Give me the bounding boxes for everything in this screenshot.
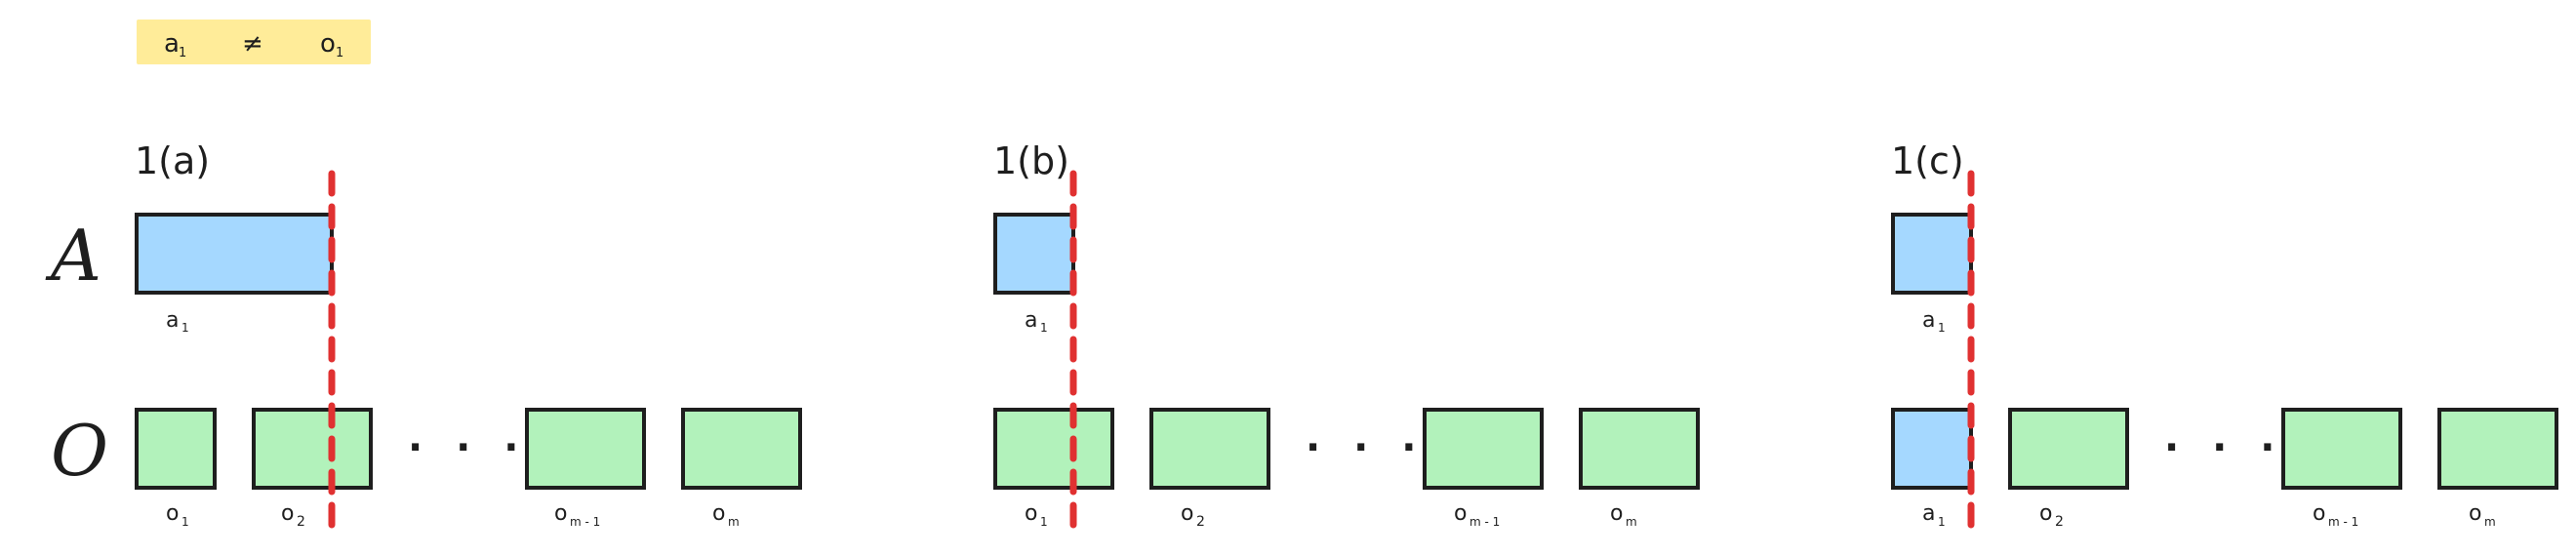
om1-label: o (2313, 501, 2325, 526)
ellipsis: · · · (2164, 425, 2284, 470)
om-box (2437, 408, 2558, 490)
om1-box (525, 408, 646, 490)
a1-label: a (166, 308, 179, 333)
a1-label: a (1025, 308, 1037, 333)
panel-title: 1(b) (993, 139, 1069, 182)
o2-label-sub: 2 (297, 514, 305, 530)
o1-label: o (166, 501, 179, 526)
a1-label-sub: 1 (181, 321, 189, 335)
ellipsis: · · · (1306, 425, 1426, 470)
o1-label: o (1025, 501, 1037, 526)
o2-label-sub: 2 (2055, 514, 2064, 530)
om1-label-sub: m - 1 (570, 515, 600, 529)
om1-label-sub: m - 1 (2328, 515, 2358, 529)
om-label-sub: m (2484, 515, 2496, 529)
note-right: o (320, 29, 336, 59)
om1-label-sub: m - 1 (1469, 515, 1500, 529)
ellipsis: · · · (408, 425, 528, 470)
om-box (1579, 408, 1700, 490)
panel-1a: 1(a) a 1 · · · o 1 o 2 o m - 1 o m (135, 139, 802, 533)
om1-box (2281, 408, 2402, 490)
o2-label-sub: 2 (1196, 514, 1205, 530)
om-label-sub: m (1626, 515, 1637, 529)
om1-label: o (554, 501, 567, 526)
a1-box-bottom (1891, 408, 1973, 490)
panel-1c: 1(c) a 1 · · · a 1 o 2 o m - 1 o m (1891, 139, 2558, 533)
om-label: o (1610, 501, 1623, 526)
row-label-a: A (45, 215, 101, 297)
a1-bottom-label-sub: 1 (1938, 515, 1946, 529)
panel-1b: 1(b) a 1 · · · o 1 o 2 o m - 1 o m (993, 139, 1700, 533)
om-box (681, 408, 802, 490)
a1-box (1891, 213, 1973, 295)
note-operator: ≠ (242, 29, 263, 59)
om-label: o (2469, 501, 2481, 526)
sticky-note: a 1 ≠ o 1 (137, 20, 371, 64)
o2-label: o (281, 501, 294, 526)
panel-title: 1(a) (135, 139, 210, 182)
o1-label-sub: 1 (1040, 515, 1048, 529)
note-right-sub: 1 (336, 46, 343, 60)
note-background (137, 20, 371, 64)
om1-box (1423, 408, 1544, 490)
o2-box (252, 408, 373, 490)
om-label-sub: m (728, 515, 740, 529)
om1-label: o (1454, 501, 1467, 526)
panel-title: 1(c) (1891, 139, 1964, 182)
note-left: a (164, 29, 180, 59)
row-label-o: O (51, 410, 108, 492)
a1-bottom-label: a (1922, 501, 1935, 526)
o2-box (2008, 408, 2129, 490)
o1-box (135, 408, 217, 490)
om-label: o (712, 501, 725, 526)
a1-box (135, 213, 334, 295)
o2-label: o (1181, 501, 1193, 526)
o2-label: o (2039, 501, 2052, 526)
o1-box (993, 408, 1114, 490)
a1-label-sub: 1 (1040, 321, 1048, 335)
a1-box (993, 213, 1075, 295)
a1-label-sub: 1 (1938, 321, 1946, 335)
note-left-sub: 1 (179, 46, 186, 60)
o1-label-sub: 1 (181, 515, 189, 529)
o2-box (1149, 408, 1270, 490)
a1-label: a (1922, 308, 1935, 333)
